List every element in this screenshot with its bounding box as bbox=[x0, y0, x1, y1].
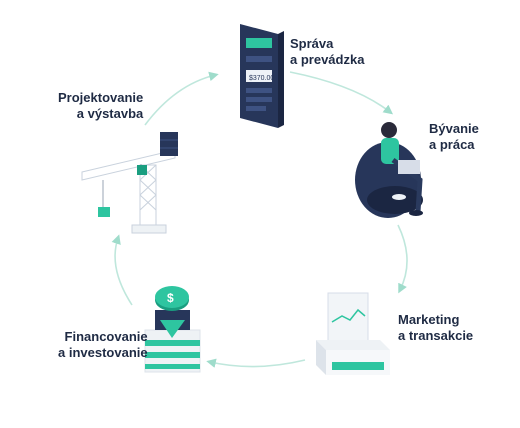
label-line-1: Financovanie bbox=[64, 329, 148, 344]
label-line-1: Marketing bbox=[398, 312, 460, 327]
label-line-2: a prevádzka bbox=[290, 52, 365, 67]
label-line-2: a práca bbox=[429, 137, 475, 152]
stage-label-finance: Financovanie a investovanie bbox=[58, 329, 148, 361]
arrow-build-to-manage bbox=[144, 71, 219, 126]
stage-label-management: Správa a prevádzka bbox=[290, 36, 364, 68]
cycle-arrows bbox=[111, 71, 408, 368]
arrow-marketing-to-finance bbox=[206, 358, 306, 368]
arrow-living-to-marketing bbox=[397, 224, 408, 294]
arrow-manage-to-living bbox=[289, 71, 394, 115]
label-line-2: a transakcie bbox=[398, 328, 474, 343]
label-line-1: Bývanie bbox=[429, 121, 479, 136]
stage-label-marketing: Marketing a transakcie bbox=[398, 312, 473, 344]
dollar-coin-stack-icon: $ bbox=[144, 286, 201, 373]
label-line-2: a investovanie bbox=[58, 345, 148, 360]
stage-label-construction: Projektovanie a výstavba bbox=[58, 90, 143, 122]
person-on-beanbag-icon bbox=[355, 122, 423, 218]
arrow-finance-to-build bbox=[111, 234, 133, 306]
label-line-2: a výstavba bbox=[76, 106, 144, 121]
price-tag: $370.00 bbox=[249, 75, 274, 82]
analytics-kiosk-icon bbox=[316, 292, 390, 375]
stage-label-living: Bývanie a práca bbox=[429, 121, 479, 153]
label-line-1: Správa bbox=[290, 36, 334, 51]
building-panel-icon: $370.00 bbox=[240, 24, 284, 128]
construction-crane-icon bbox=[81, 132, 178, 234]
dollar-symbol: $ bbox=[167, 291, 174, 305]
label-line-1: Projektovanie bbox=[58, 90, 144, 105]
